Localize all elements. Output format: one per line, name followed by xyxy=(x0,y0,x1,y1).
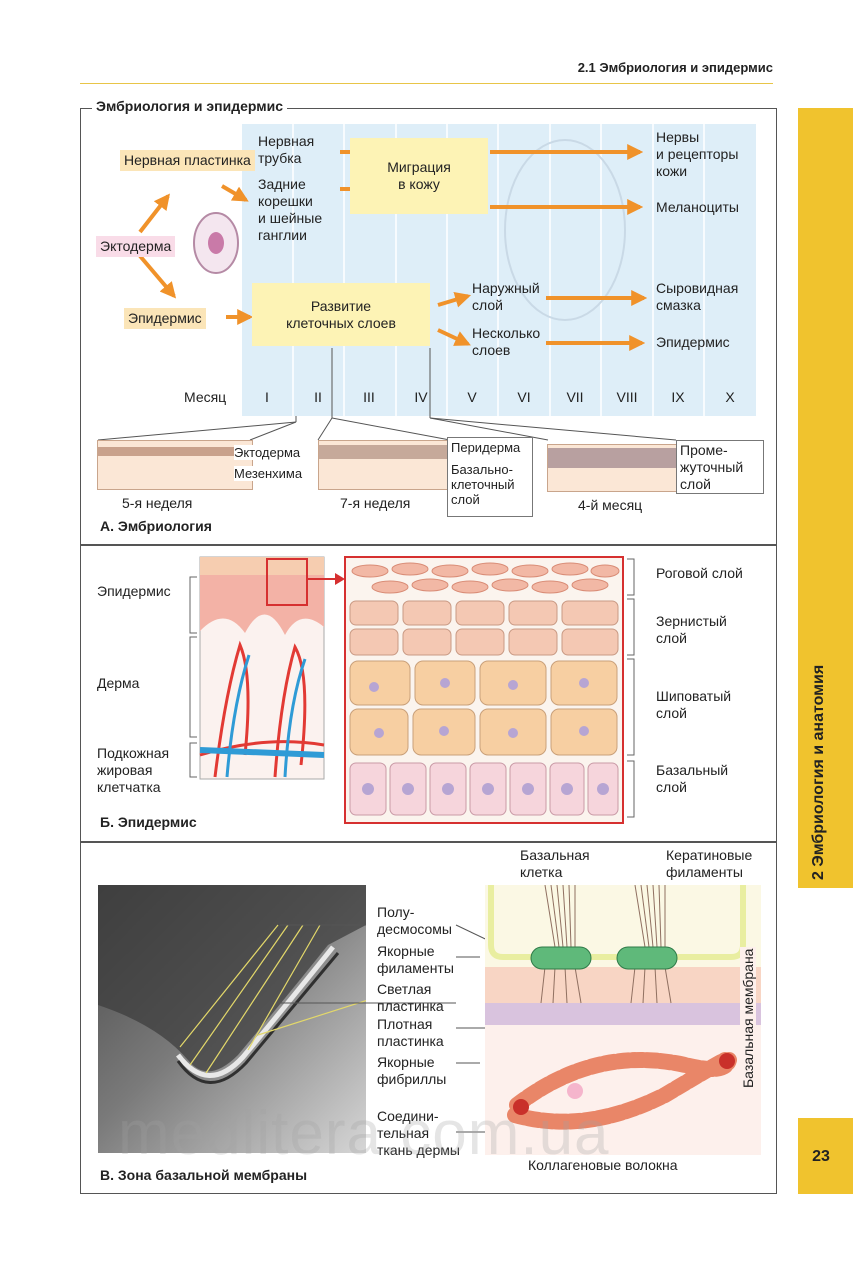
month-6: VI xyxy=(517,389,531,405)
stage-month4-image xyxy=(547,444,677,492)
section-b-caption: Б. Эпидермис xyxy=(100,814,197,830)
epidermis-output-label: Эпидермис xyxy=(656,334,730,350)
frame-title: Эмбриология и эпидермис xyxy=(92,98,287,114)
stage-week7-callout xyxy=(447,437,533,517)
page-number-tab xyxy=(798,1118,853,1194)
migration-label: Миграция в кожу xyxy=(387,159,451,192)
month-4: IV xyxy=(414,389,428,405)
section-c-caption: В. Зона базальной мембраны xyxy=(100,1167,308,1183)
stage-week7-image xyxy=(318,440,452,490)
running-header: 2.1 Эмбриология и эпидермис xyxy=(577,60,773,75)
spinous-label: Шиповатый слой xyxy=(656,688,732,721)
melanocytes-label: Меланоциты xyxy=(656,199,739,215)
section-a-arrows xyxy=(97,124,705,441)
month-10: X xyxy=(725,389,735,405)
connective-tissue-label: Соедини- тельная ткань дермы xyxy=(377,1108,460,1158)
vernix-label: Сыровидная смазка xyxy=(656,280,739,313)
hemidesmosomes-label: Полу- десмосомы xyxy=(377,904,452,937)
lamina-lucida-label: Светлая пластинка xyxy=(377,981,444,1014)
epidermis-left-label: Эпидермис xyxy=(97,583,171,599)
several-layers-label: Несколько слоев xyxy=(472,325,541,358)
chapter-tab-text: 2 Эмбриология и анатомия xyxy=(810,664,827,880)
dorsal-roots-label: Задние корешки и шейные ганглии xyxy=(258,176,323,243)
ectoderm-node: Эктодерма xyxy=(96,236,176,257)
month-grid xyxy=(242,124,756,416)
outer-layer-label: Наружный слой xyxy=(472,280,540,313)
month-3: III xyxy=(363,389,375,405)
anchoring-fibrils-label: Якорные фибриллы xyxy=(377,1054,447,1087)
basement-membrane-label: Базальная мембрана xyxy=(740,946,756,1090)
month-5: V xyxy=(467,389,477,405)
section-b-frame xyxy=(80,545,777,842)
month-8: VIII xyxy=(616,389,638,405)
basal-cell-layer-label: Базально- клеточный слой xyxy=(451,462,515,507)
electron-micrograph xyxy=(98,885,366,1153)
development-box xyxy=(252,283,430,346)
chapter-tab xyxy=(798,108,853,888)
header-rule xyxy=(80,83,773,84)
week5-label: 5-я неделя xyxy=(122,495,193,511)
stage-week5-image xyxy=(97,440,253,490)
watermark: medlitera.com.ua xyxy=(118,1099,610,1168)
corneum-label: Роговой слой xyxy=(656,565,743,581)
ectoderm-stage-label: Эктодерма xyxy=(234,445,301,460)
mesenchyme-label: Мезенхима xyxy=(234,466,303,481)
anchoring-filaments-label: Якорные филаменты xyxy=(377,943,454,976)
skin-cross-section xyxy=(189,556,635,824)
subcutis-label: Подкожная жировая клетчатка xyxy=(97,745,170,795)
intermediate-layer-label: Проме- жуточный слой xyxy=(680,442,744,492)
lamina-densa-label: Плотная пластинка xyxy=(377,1016,444,1049)
neural-tube-label: Нервная трубка xyxy=(258,133,315,166)
section-c-frame xyxy=(80,842,777,1194)
granular-label: Зернистый слой xyxy=(656,613,727,646)
month-7: VII xyxy=(566,389,584,405)
basement-membrane-diagram xyxy=(485,885,761,1155)
section-a-frame xyxy=(80,108,777,545)
section-a-caption: А. Эмбриология xyxy=(100,518,212,534)
month-axis-label: Месяц xyxy=(184,389,227,405)
keratin-filaments-label: Кератиновые филаменты xyxy=(666,847,753,880)
migration-box xyxy=(350,138,488,214)
week7-label: 7-я неделя xyxy=(340,495,411,511)
basal-label: Базальный слой xyxy=(656,762,729,795)
month-2: II xyxy=(314,389,322,405)
page-number: 23 xyxy=(812,1148,830,1165)
collagen-label: Коллагеновые волокна xyxy=(528,1157,678,1173)
nerves-label: Нервы и рецепторы кожи xyxy=(656,129,739,179)
neural-plate-node: Нервная пластинка xyxy=(120,150,255,171)
development-label: Развитие клеточных слоев xyxy=(286,298,396,331)
month4-label: 4-й месяц xyxy=(578,497,643,513)
month-9: IX xyxy=(671,389,685,405)
stage-month4-callout xyxy=(676,440,764,494)
epidermis-node: Эпидермис xyxy=(124,308,206,329)
dermis-label: Дерма xyxy=(97,675,140,691)
month-1: I xyxy=(265,389,269,405)
periderm-label: Перидерма xyxy=(451,440,521,455)
basal-cell-label: Базальная клетка xyxy=(520,847,590,880)
